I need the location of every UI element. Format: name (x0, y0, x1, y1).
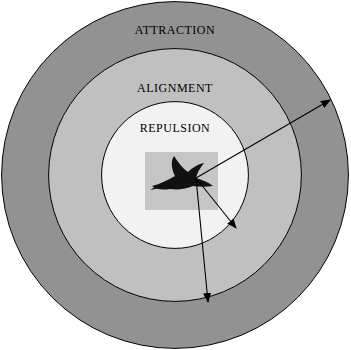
zone-label: ATTRACTION (1, 23, 349, 37)
radius-arrows (196, 100, 330, 302)
bird-silhouette (152, 156, 213, 190)
photo-ground (145, 152, 218, 210)
zone-label: REPULSION (101, 121, 249, 135)
zone-label: ALIGNMENT (48, 81, 302, 95)
